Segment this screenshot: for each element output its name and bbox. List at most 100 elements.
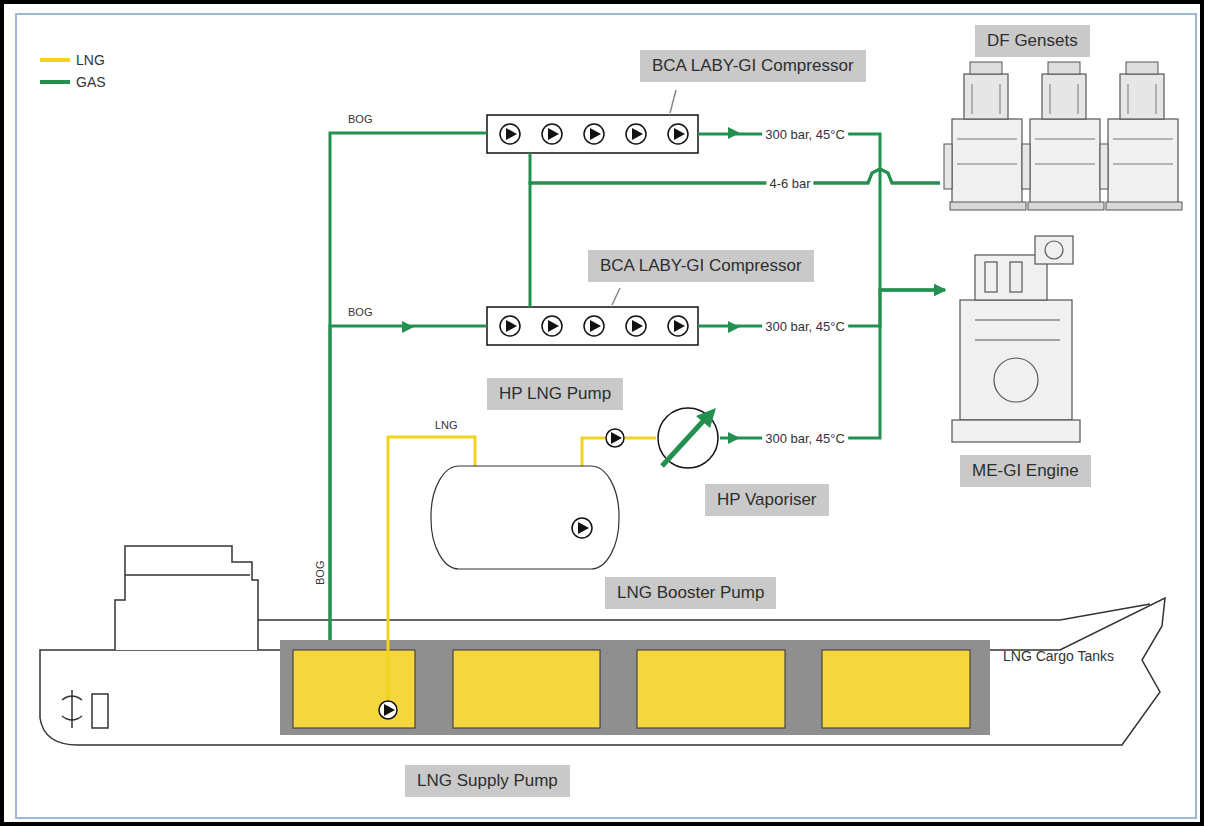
compressor-stage xyxy=(668,124,688,144)
pipe-label: 300 bar, 45°C xyxy=(762,431,848,446)
component-label: ME-GI Engine xyxy=(960,455,1091,487)
legend-sample xyxy=(40,77,70,87)
compressor-stage xyxy=(626,124,646,144)
pipe-label: LNG xyxy=(432,418,461,433)
pipe-label: 4-6 bar xyxy=(766,176,813,191)
component-label: BCA LABY-GI Compressor xyxy=(588,250,814,282)
compressor: BCA LABY-GI Compressor xyxy=(487,115,698,153)
compressor-casing xyxy=(487,115,698,345)
pump: LNG Supply Pump xyxy=(378,700,398,720)
compressor-casing xyxy=(487,307,698,345)
legend-text: LNG xyxy=(76,52,105,68)
compressor-stage xyxy=(668,316,688,336)
component-label: LNG Booster Pump xyxy=(605,577,776,609)
genset-group: DF Gensets xyxy=(940,60,1185,210)
engine-illustration xyxy=(952,236,1080,442)
ship-hull xyxy=(115,546,258,650)
gas-pipe xyxy=(720,290,945,438)
legend-row: LNG xyxy=(40,52,105,68)
engine-illustration xyxy=(994,358,1038,402)
lng-pipe xyxy=(625,437,656,440)
compressor-stage xyxy=(500,316,520,336)
legend-text: GAS xyxy=(76,74,106,90)
engine-illustration xyxy=(975,339,1060,340)
compressor-stage xyxy=(626,316,646,336)
ship-hull xyxy=(125,574,250,576)
flow-arrowhead xyxy=(402,127,740,444)
legend-sample xyxy=(40,55,70,65)
gensets-illustration xyxy=(1100,62,1182,210)
compressor-stage xyxy=(542,124,562,144)
page-frame xyxy=(16,14,1196,818)
pipe-label: 300 bar, 45°C xyxy=(762,127,848,142)
pump-symbol xyxy=(611,432,622,444)
pipe-label: 300 bar, 45°C xyxy=(762,319,848,334)
engine-illustration xyxy=(975,319,1060,320)
vaporiser-symbol xyxy=(696,408,716,428)
cargo-tank xyxy=(822,650,970,728)
vaporiser-symbol xyxy=(662,418,706,466)
main-engine: ME-GI Engine xyxy=(945,230,1090,445)
engine-illustration xyxy=(960,300,1072,420)
compressor-stage xyxy=(500,124,688,336)
pump-symbol xyxy=(572,518,592,538)
component-label: BCA LABY-GI Compressor xyxy=(640,50,866,82)
pipe-label: BOG xyxy=(345,305,375,320)
pump: HP LNG Pump xyxy=(605,428,625,448)
pump-symbol xyxy=(379,701,397,719)
compressor: BCA LABY-GI Compressor xyxy=(487,307,698,345)
component-label: HP Vaporiser xyxy=(705,484,829,516)
compressor-stage xyxy=(584,316,604,336)
compressor-casing xyxy=(487,115,698,153)
gensets-illustration xyxy=(1022,62,1104,210)
engine-illustration xyxy=(1010,262,1022,292)
gensets-illustration xyxy=(944,62,1182,210)
compressor-stage xyxy=(500,124,520,144)
component-label: DF Gensets xyxy=(975,25,1090,57)
gensets-illustration xyxy=(944,62,1026,210)
pump-symbol xyxy=(378,700,398,720)
legend-sample xyxy=(40,58,70,62)
component-label: LNG Supply Pump xyxy=(405,765,570,797)
component-label: LNG Cargo Tanks xyxy=(1003,648,1114,665)
compressor-stage xyxy=(542,316,562,336)
compressor-stage xyxy=(584,124,604,144)
label-pointer xyxy=(612,288,620,305)
ship-hull xyxy=(40,546,1165,745)
vaporiser-symbol xyxy=(658,408,718,468)
propeller-rudder xyxy=(62,690,108,728)
lng-tank xyxy=(430,465,620,570)
label-pointer xyxy=(670,90,676,113)
lng-tank xyxy=(431,466,619,569)
cargo-tank xyxy=(453,650,600,728)
engine-illustration xyxy=(952,420,1080,442)
cargo-tank xyxy=(637,650,785,728)
pump-symbol xyxy=(578,522,589,534)
cargo-tanks: LNG Cargo TanksLNG Supply Pump xyxy=(280,640,990,735)
vaporiser: HP Vaporiser xyxy=(656,406,720,470)
engine-illustration xyxy=(985,262,997,292)
vaporiser-symbol xyxy=(656,406,720,470)
engine-illustration xyxy=(1035,236,1073,264)
pipe-label: BOG xyxy=(345,112,375,127)
cargo-tank xyxy=(293,650,415,728)
booster-tank: LNG Booster Pump xyxy=(430,465,620,570)
gas-pipe xyxy=(530,153,940,183)
pump-symbol xyxy=(605,428,625,448)
lng-pipe xyxy=(582,438,605,465)
gas-pipe xyxy=(530,169,940,307)
legend-row: GAS xyxy=(40,74,106,90)
propeller-rudder xyxy=(92,694,108,728)
pump-symbol xyxy=(606,429,624,447)
component-label: HP LNG Pump xyxy=(487,378,623,410)
engine-illustration xyxy=(1045,241,1063,259)
pipe-label: BOG xyxy=(314,561,327,585)
pump-symbol xyxy=(384,704,395,716)
propeller-rudder xyxy=(62,690,82,728)
legend-sample xyxy=(40,80,70,84)
